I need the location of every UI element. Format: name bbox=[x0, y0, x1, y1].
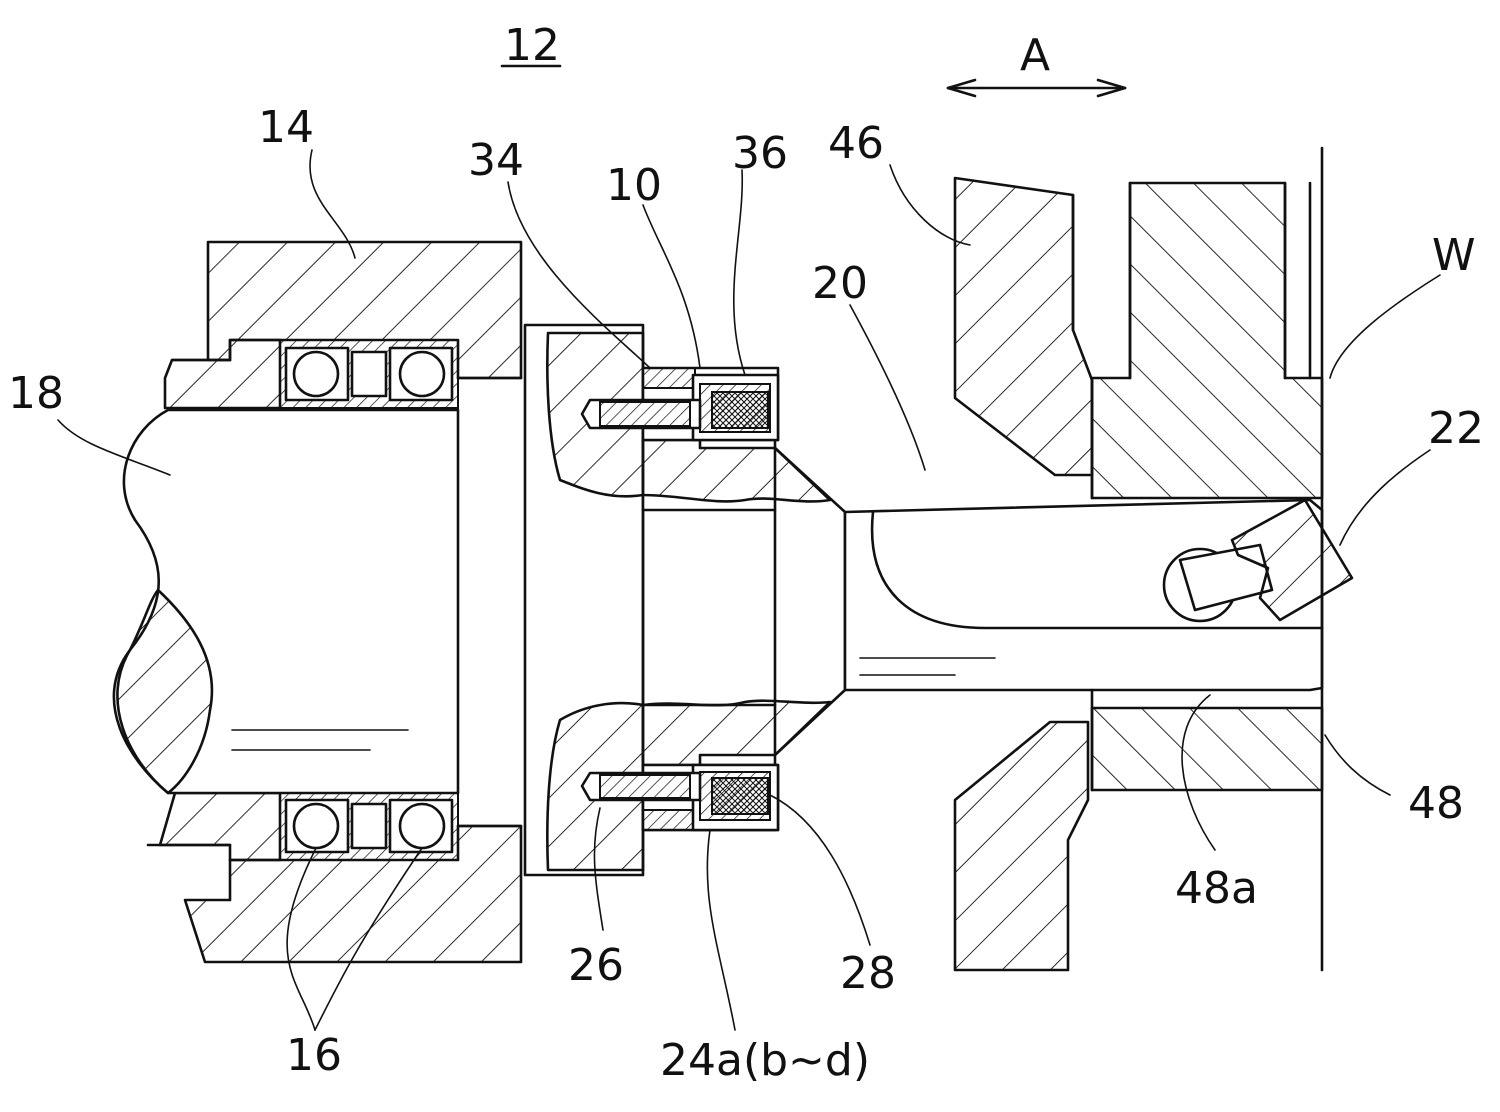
label-assembly-12: 12 bbox=[504, 20, 560, 71]
label-screw-26: 26 bbox=[568, 940, 624, 991]
label-shaft-18: 18 bbox=[8, 368, 64, 419]
label-bearings-16: 16 bbox=[286, 1030, 342, 1081]
label-sensor-unit-24: 24a(b~d) bbox=[660, 1035, 870, 1086]
label-part-34: 34 bbox=[468, 135, 524, 186]
label-direction-a: A bbox=[1020, 30, 1050, 81]
tool-20 bbox=[845, 500, 1352, 690]
label-insert-22: 22 bbox=[1428, 403, 1484, 454]
label-part-46: 46 bbox=[828, 118, 884, 169]
label-magnet-28: 28 bbox=[840, 948, 896, 999]
label-sensor-10: 10 bbox=[606, 160, 662, 211]
shaft-18 bbox=[114, 378, 521, 826]
label-guide-48: 48 bbox=[1408, 778, 1464, 829]
label-part-36: 36 bbox=[732, 128, 788, 179]
label-guide-bore-48a: 48a bbox=[1175, 863, 1258, 914]
direction-arrow bbox=[948, 80, 1125, 96]
label-housing-14: 14 bbox=[258, 102, 314, 153]
label-workpiece-w: W bbox=[1432, 230, 1476, 281]
label-tool-20: 20 bbox=[812, 258, 868, 309]
